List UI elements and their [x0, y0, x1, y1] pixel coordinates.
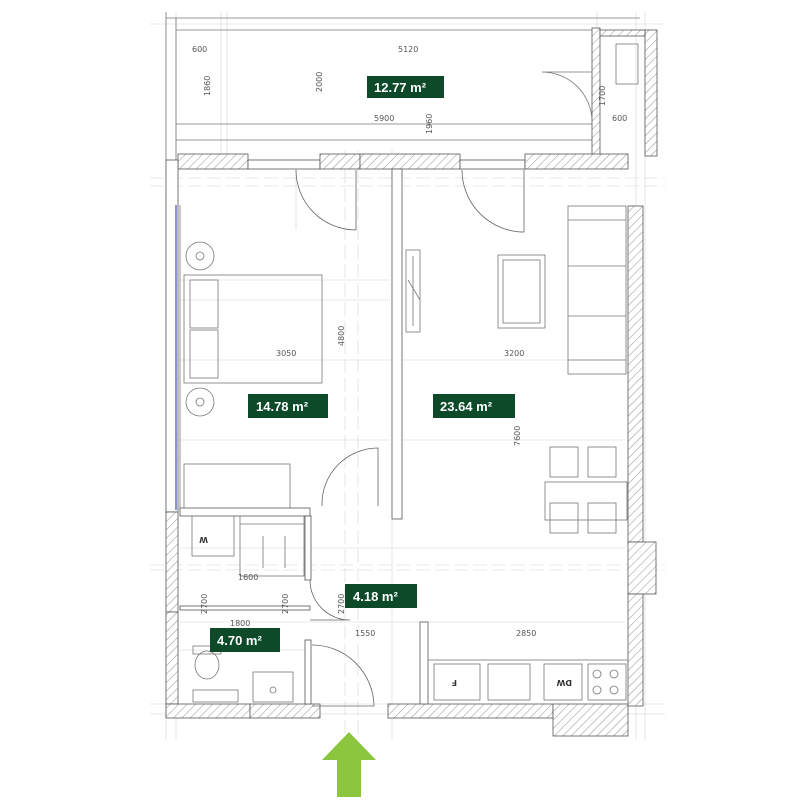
appliance-labels: W F DW	[199, 535, 572, 687]
door-swings	[295, 169, 525, 707]
dim-3050: 3050	[276, 349, 296, 358]
dim-1960: 1960	[425, 114, 434, 134]
hall-area-label: 4.18 m²	[353, 589, 398, 604]
dim-2000: 2000	[315, 72, 324, 92]
dishwasher-label: DW	[556, 678, 572, 687]
hall-area-badge	[345, 584, 417, 608]
entrance-arrow-icon	[322, 732, 376, 797]
interior-walls	[179, 168, 429, 705]
bottom-wall	[165, 703, 629, 737]
right-wall	[627, 205, 657, 707]
bedroom-area-label: 14.78 m²	[256, 399, 309, 414]
dim-2700c: 2700	[337, 594, 346, 614]
dim-5900: 5900	[374, 114, 394, 123]
room-labels: 12.77 m² 14.78 m² 23.64 m² 4.18 m² 4.70 …	[210, 76, 515, 652]
bathroom-fixtures	[192, 645, 294, 703]
bedroom-area-badge	[248, 394, 328, 418]
dim-600b: 600	[612, 114, 627, 123]
bathroom-area-badge	[210, 628, 280, 652]
living-furniture	[497, 205, 628, 534]
kitchen-counter	[427, 659, 629, 705]
dim-600a: 600	[192, 45, 207, 54]
balcony-area-badge	[367, 76, 444, 98]
dim-1860: 1860	[203, 76, 212, 96]
dim-2700a: 2700	[200, 594, 209, 614]
dim-2700b: 2700	[281, 594, 290, 614]
dim-4800: 4800	[337, 326, 346, 346]
balcony-area-label: 12.77 m²	[374, 80, 427, 95]
dim-7600: 7600	[513, 426, 522, 446]
hall-furniture	[191, 515, 305, 577]
top-wall	[177, 153, 629, 170]
balcony-side-wall	[541, 27, 658, 157]
dim-5120: 5120	[398, 45, 418, 54]
fridge-label: F	[452, 678, 457, 687]
balcony-frame	[165, 12, 640, 160]
bathroom-area-label: 4.70 m²	[217, 633, 262, 648]
dim-1700: 1700	[598, 86, 607, 106]
dim-1600: 1600	[238, 573, 258, 582]
dim-1550: 1550	[355, 629, 375, 638]
dim-1800: 1800	[230, 619, 250, 628]
bedroom-furniture	[183, 241, 421, 509]
dim-3200: 3200	[504, 349, 524, 358]
dim-2850: 2850	[516, 629, 536, 638]
dimension-labels: 600 5120 1860 2000 1700 5900 1960 600 30…	[192, 45, 627, 638]
living-area-label: 23.64 m²	[440, 399, 493, 414]
left-wall	[165, 159, 181, 705]
washer-label: W	[199, 535, 208, 544]
living-area-badge	[433, 394, 515, 418]
